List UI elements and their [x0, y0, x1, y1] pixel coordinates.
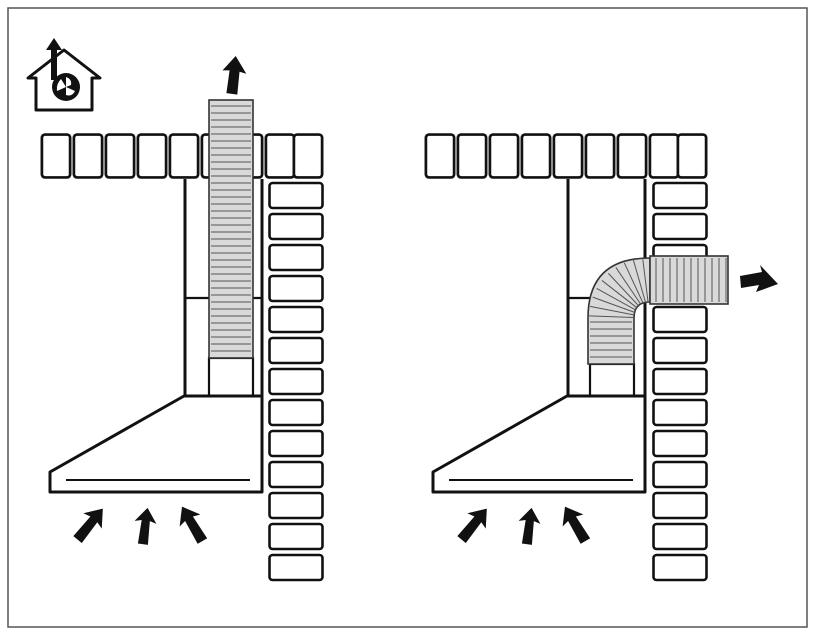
- range-hood-canopy: [431, 394, 647, 494]
- side-brick-wall: [268, 181, 324, 582]
- ceiling-brick-row: [424, 133, 708, 179]
- diagram-frame: [7, 7, 808, 628]
- elbow-duct: [587, 255, 729, 365]
- intake-arrow-icon: [67, 500, 113, 548]
- intake-arrow-icon: [131, 506, 159, 546]
- intake-arrow-icon: [554, 500, 596, 548]
- ceiling-brick-row: [40, 133, 324, 179]
- panel-vertical-exhaust: [40, 56, 324, 582]
- intake-arrows: [451, 500, 596, 548]
- exhaust-arrow-right-icon: [740, 265, 778, 292]
- side-brick-wall: [652, 181, 708, 582]
- house-fan-exhaust-icon: [26, 38, 102, 112]
- exhaust-arrow-up-icon: [222, 56, 247, 95]
- intake-arrow-icon: [451, 500, 497, 548]
- range-hood-canopy: [48, 394, 264, 494]
- intake-arrows: [67, 500, 213, 548]
- vertical-duct: [208, 99, 254, 359]
- intake-arrow-icon: [515, 506, 543, 546]
- intake-arrow-icon: [171, 500, 213, 548]
- panel-horizontal-exhaust: [424, 133, 778, 582]
